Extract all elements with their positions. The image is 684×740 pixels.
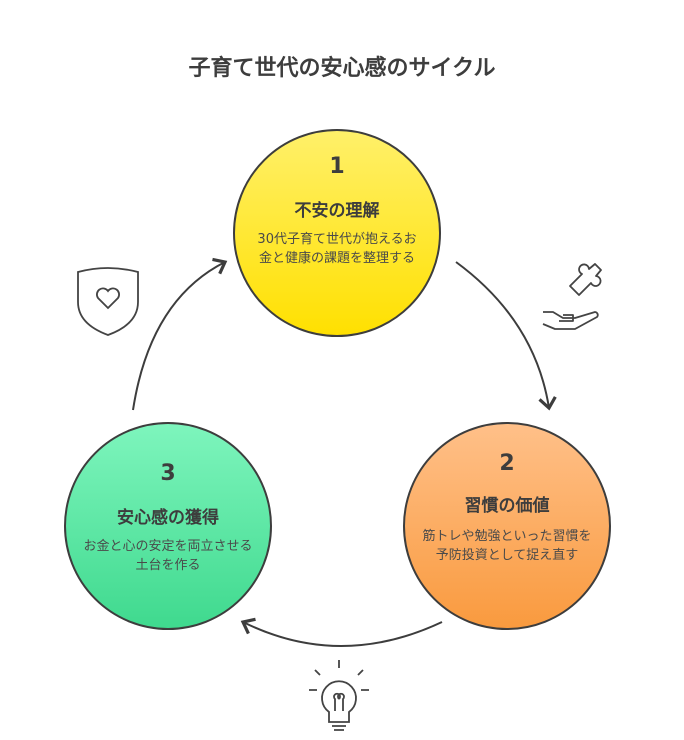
step-description: 30代子育て世代が抱えるお金と健康の課題を整理する [257, 232, 417, 266]
shield-heart-icon [77, 267, 139, 336]
step-number: 1 [329, 154, 345, 179]
puzzle-hand-icon [542, 263, 602, 330]
arrow-2-to-3 [240, 617, 443, 647]
step-3: 3 安心感の獲得 お金と心の安定を両立させる土台を作る [65, 423, 271, 629]
arrow-1-to-2 [455, 261, 557, 411]
arrow-3-to-1 [132, 257, 228, 411]
step-description: 筋トレや勉強といった習慣を予防投資として捉え直す [422, 529, 592, 563]
step-3-circle [64, 422, 272, 630]
step-2-circle [403, 422, 611, 630]
step-description: お金と心の安定を両立させる土台を作る [83, 539, 253, 573]
step-number: 2 [499, 451, 515, 476]
step-2: 2 習慣の価値 筋トレや勉強といった習慣を予防投資として捉え直す [404, 423, 610, 629]
page-title: 子育て世代の安心感のサイクル [188, 56, 496, 81]
lightbulb-icon [309, 660, 369, 731]
step-heading: 安心感の獲得 [117, 508, 219, 528]
step-heading: 不安の理解 [294, 201, 380, 221]
step-heading: 習慣の価値 [464, 496, 550, 516]
step-1-circle [233, 129, 441, 337]
step-1: 1 不安の理解 30代子育て世代が抱えるお金と健康の課題を整理する [234, 130, 440, 336]
step-number: 3 [160, 461, 176, 486]
